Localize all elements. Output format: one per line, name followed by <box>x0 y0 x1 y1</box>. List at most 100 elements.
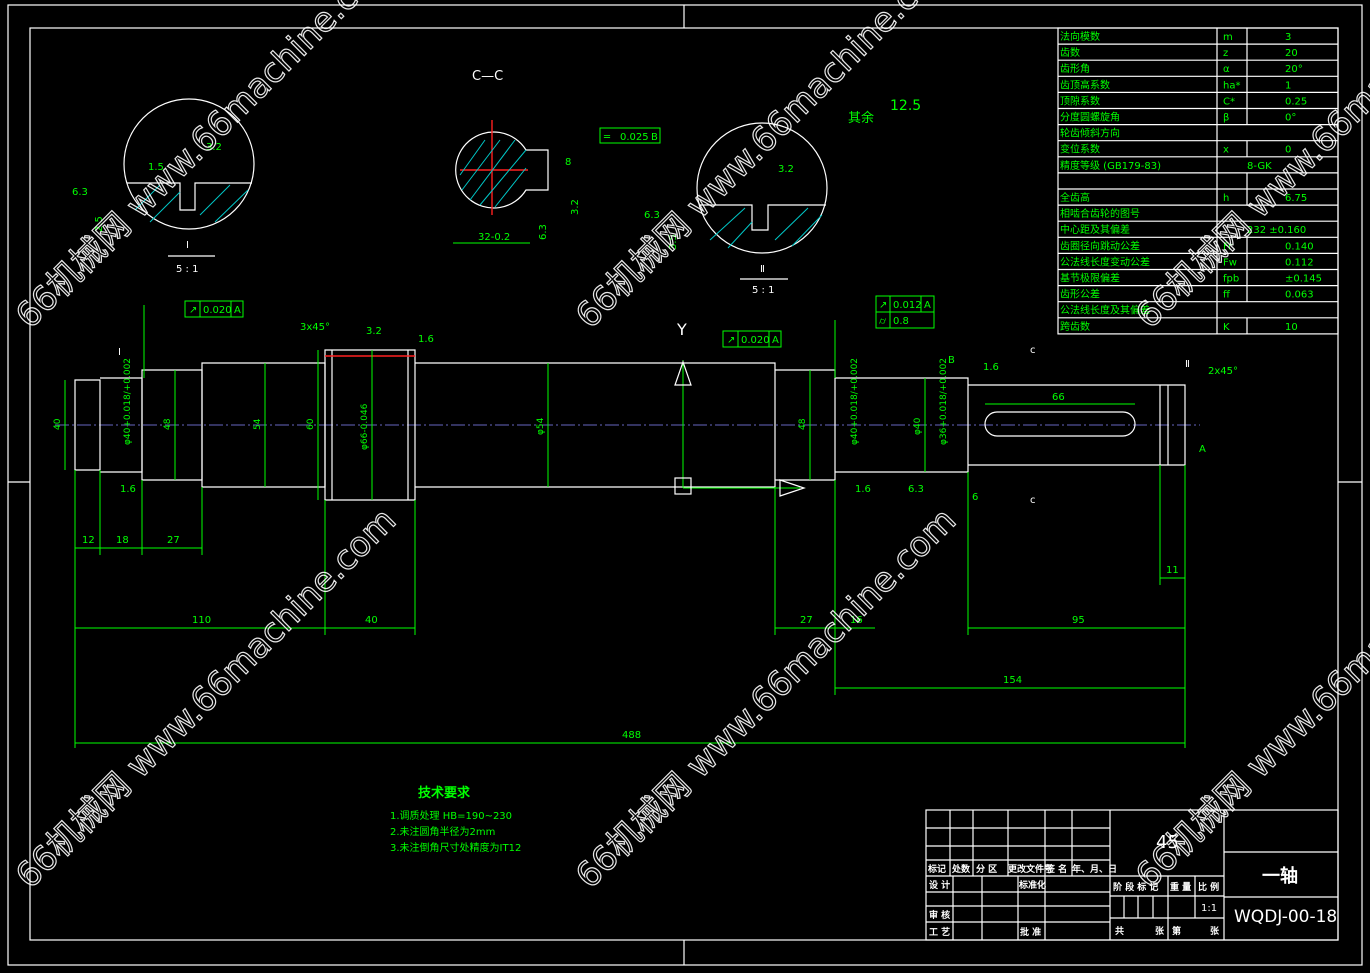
svg-text:66机械网 www.66machine.com: 66机械网 www.66machine.com <box>568 500 964 896</box>
roughness: 1.6 <box>418 334 434 345</box>
roughness: 6.3 <box>908 484 924 495</box>
svg-text:B: B <box>651 132 658 143</box>
dim-154: 154 <box>1003 675 1022 686</box>
detail-ii: 3.2 6.3 3.5 Ⅱ 5 : 1 <box>644 122 828 296</box>
svg-text:张: 张 <box>1210 925 1220 937</box>
chamfer-left: 3x45° <box>300 322 330 333</box>
svg-text:批 准: 批 准 <box>1020 926 1041 938</box>
gear-param-symbol: m <box>1223 32 1233 43</box>
shaft-outline <box>74 349 1186 501</box>
svg-text:↗: ↗ <box>727 335 735 346</box>
gear-param-name: 全齿高 <box>1060 191 1090 204</box>
scale-value: 1:1 <box>1201 903 1217 914</box>
dim-488: 488 <box>622 730 641 741</box>
gear-param-name: 精度等级 (GB179-83) <box>1060 159 1161 172</box>
section-c-bottom: c <box>1030 495 1036 506</box>
diam-text: φ40 <box>913 417 923 435</box>
tech-item: 1.调质处理 HB=190~230 <box>390 810 512 822</box>
gear-param-name: 齿顶高系数 <box>1060 78 1110 91</box>
dim-95: 95 <box>1072 615 1085 626</box>
dim-110: 110 <box>192 615 211 626</box>
svg-text:标准化: 标准化 <box>1018 879 1046 891</box>
gear-param-name: 齿圈径向跳动公差 <box>1060 239 1140 252</box>
svg-text:66机械网 www.66machine.com: 66机械网 www.66machine.com <box>8 0 404 336</box>
gear-param-value: 0.25 <box>1285 96 1307 107</box>
svg-text:I: I <box>186 240 189 251</box>
gear-param-value: 1 <box>1285 80 1291 91</box>
dim-6: 6 <box>972 492 978 503</box>
tech-item: 3.未注倒角尺寸处精度为IT12 <box>390 841 521 854</box>
gear-param-symbol: α <box>1223 64 1230 75</box>
dim-66: 66 <box>1052 392 1065 403</box>
dim-11: 11 <box>1166 565 1179 576</box>
svg-text:0.8: 0.8 <box>893 316 909 327</box>
origin-box <box>674 477 692 495</box>
gear-param-symbol: h <box>1223 193 1229 204</box>
svg-text:0.025: 0.025 <box>620 132 649 143</box>
gear-param-name: 中心距及其偏差 <box>1060 223 1130 236</box>
svg-text:5 : 1: 5 : 1 <box>752 285 774 296</box>
gear-param-name: 跨齿数 <box>1060 320 1090 333</box>
svg-text:第: 第 <box>1172 925 1181 937</box>
svg-text:↗: ↗ <box>879 300 887 311</box>
svg-text:66机械网 www.66machine.com: 66机械网 www.66machine.com <box>8 500 404 896</box>
drawing-number: WQDJ-00-18 <box>1234 907 1337 927</box>
svg-text:0.020: 0.020 <box>741 335 770 346</box>
svg-text:0.012: 0.012 <box>893 300 922 311</box>
gear-param-value: 232 ±0.160 <box>1247 225 1306 236</box>
svg-text:重 量: 重 量 <box>1170 881 1191 893</box>
diam-text: φ40+0.018/+0.002 <box>850 358 860 445</box>
svg-text:6.3: 6.3 <box>538 224 549 240</box>
svg-text:A: A <box>924 300 931 311</box>
roughness: 3.2 <box>366 326 382 337</box>
outer-border <box>7 4 1363 966</box>
gear-param-name: 齿形公差 <box>1060 288 1100 301</box>
svg-text:标记: 标记 <box>927 863 946 875</box>
detail-ii-marker: Ⅱ <box>1185 359 1190 370</box>
svg-text:66机械网 www.66machine.com: 66机械网 www.66machine.com <box>1128 500 1370 896</box>
gear-param-value: 6.75 <box>1285 193 1307 204</box>
dim-40: 40 <box>365 615 378 626</box>
dim-16: 16 <box>850 615 863 626</box>
axis-arrows <box>674 360 806 497</box>
gear-param-name: 轮齿倾斜方向 <box>1060 127 1120 140</box>
svg-text:共: 共 <box>1115 925 1124 937</box>
diam-text: 48 <box>798 418 808 430</box>
rest-roughness-label: 其余 <box>848 110 874 126</box>
material: 45 <box>1156 832 1179 853</box>
svg-text:Ⅱ: Ⅱ <box>760 264 765 275</box>
diam-text: φ36+0.018/+0.002 <box>939 358 949 445</box>
y-label: Y <box>676 320 687 339</box>
part-name: 一轴 <box>1262 865 1298 887</box>
svg-text:1.5: 1.5 <box>148 162 164 173</box>
diam-text: 48 <box>163 418 173 430</box>
svg-text:年、月、日: 年、月、日 <box>1072 863 1117 875</box>
svg-text:3.2: 3.2 <box>206 142 222 153</box>
svg-text:A: A <box>772 335 779 346</box>
svg-text:工 艺: 工 艺 <box>929 926 950 938</box>
dimension-texts: 12 18 27 110 40 27 16 6 66 11 95 154 488… <box>53 320 1238 741</box>
watermarks: 66机械网 www.66machine.com 66机械网 www.66mach… <box>7 0 1370 897</box>
dimension-lines <box>64 305 1186 748</box>
svg-text:更改文件号: 更改文件号 <box>1008 863 1053 875</box>
gear-param-name: 变位系数 <box>1060 143 1100 156</box>
svg-text:2.5: 2.5 <box>94 216 105 232</box>
gear-param-symbol: Fw <box>1223 257 1237 268</box>
rest-roughness-value: 12.5 <box>890 98 921 114</box>
dim-12: 12 <box>82 535 95 546</box>
gear-param-value: 20° <box>1285 64 1303 75</box>
svg-text:8: 8 <box>565 157 571 168</box>
diam-text: 54 <box>253 418 263 430</box>
gear-param-name: 齿形角 <box>1060 63 1090 75</box>
gear-param-value: 20 <box>1285 48 1298 59</box>
svg-text:↗: ↗ <box>189 305 197 316</box>
tech-title: 技术要求 <box>418 785 471 801</box>
svg-text:分 区: 分 区 <box>976 863 997 875</box>
svg-text:C—C: C—C <box>472 69 503 84</box>
gear-param-value: 0.063 <box>1285 290 1314 301</box>
svg-text:审 核: 审 核 <box>929 909 950 921</box>
